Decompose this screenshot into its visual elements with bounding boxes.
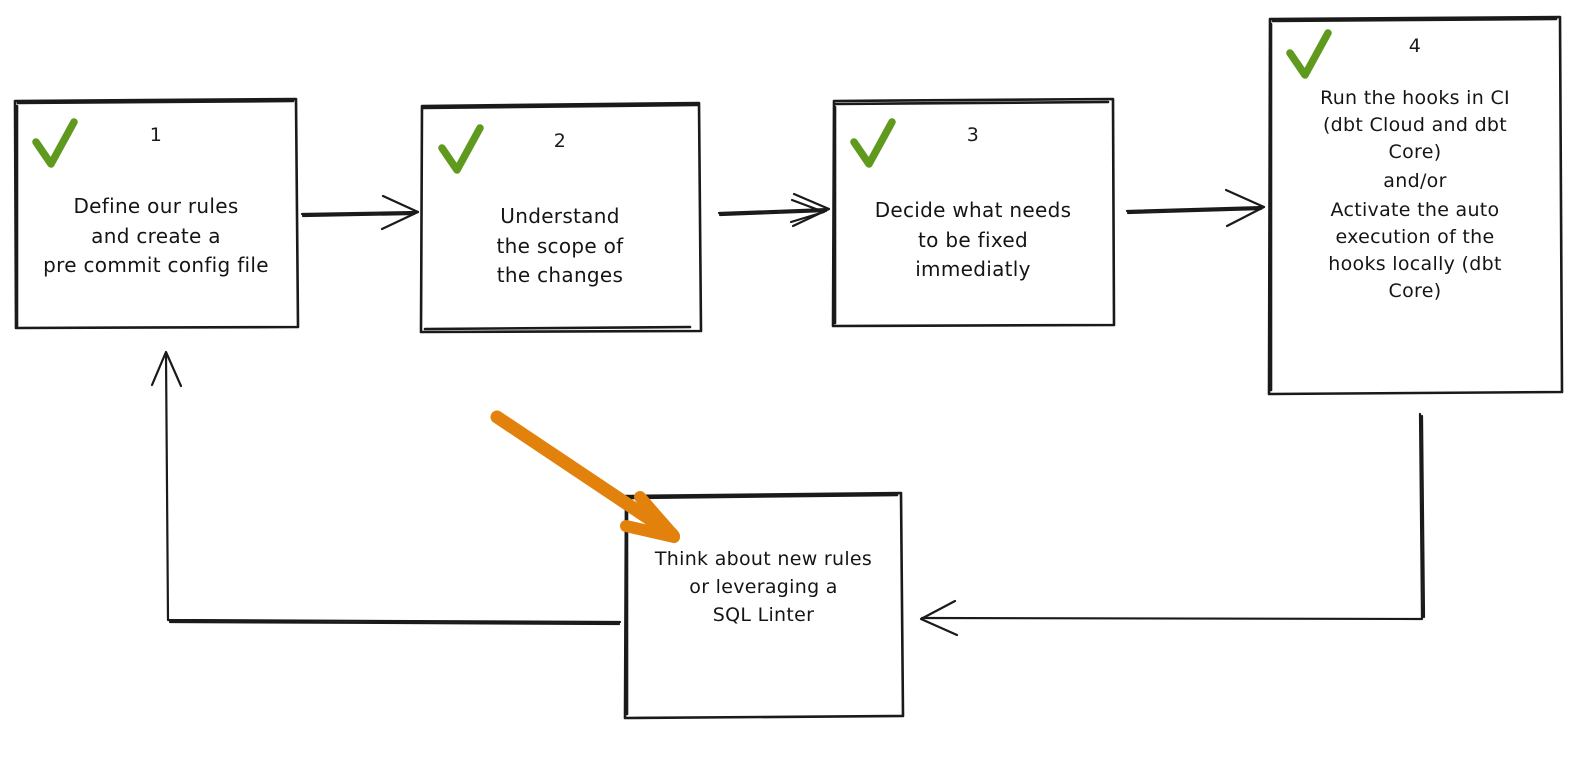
- node-4-number: 4: [1408, 35, 1422, 57]
- flow-node-2[interactable]: 2 Understand the scope of the changes: [420, 104, 700, 332]
- arrow-node2-to-node3: [717, 192, 831, 228]
- green-check-icon: [850, 118, 896, 168]
- arrow-node3-to-node4: [1125, 188, 1266, 228]
- green-check-icon: [32, 118, 78, 168]
- node-2-header: 2: [420, 124, 700, 178]
- arrow-node5-to-node1: [150, 350, 622, 626]
- flow-node-4[interactable]: 4 Run the hooks in CI (dbt Cloud and dbt…: [1268, 17, 1562, 394]
- node-3-header: 3: [832, 118, 1114, 172]
- node-5-text: Think about new rules or leveraging a SQ…: [654, 548, 873, 627]
- node-1-text: Define our rules and create a pre commit…: [43, 194, 269, 278]
- node-2-number: 2: [553, 130, 567, 152]
- node-4-header: 4: [1268, 29, 1562, 83]
- flow-node-5[interactable]: Think about new rules or leveraging a SQ…: [624, 493, 903, 718]
- flow-node-1[interactable]: 1 Define our rules and create a pre comm…: [14, 100, 298, 328]
- green-check-icon: [438, 124, 484, 174]
- arrow-node1-to-node2: [300, 194, 420, 231]
- green-check-icon: [1286, 29, 1332, 79]
- node-4-text-conjunction: and/or: [1383, 169, 1447, 192]
- node-4-text-secondary: Activate the auto execution of the hooks…: [1328, 198, 1502, 302]
- node-2-text: Understand the scope of the changes: [496, 204, 624, 288]
- node-3-text: Decide what needs to be fixed immediatly: [874, 198, 1072, 282]
- node-1-header: 1: [14, 118, 298, 172]
- arrow-node4-to-node5: [919, 412, 1426, 637]
- node-4-text-primary: Run the hooks in CI (dbt Cloud and dbt C…: [1320, 87, 1510, 163]
- node-1-number: 1: [149, 124, 163, 146]
- node-3-number: 3: [966, 124, 980, 146]
- flow-node-3[interactable]: 3 Decide what needs to be fixed immediat…: [832, 100, 1114, 326]
